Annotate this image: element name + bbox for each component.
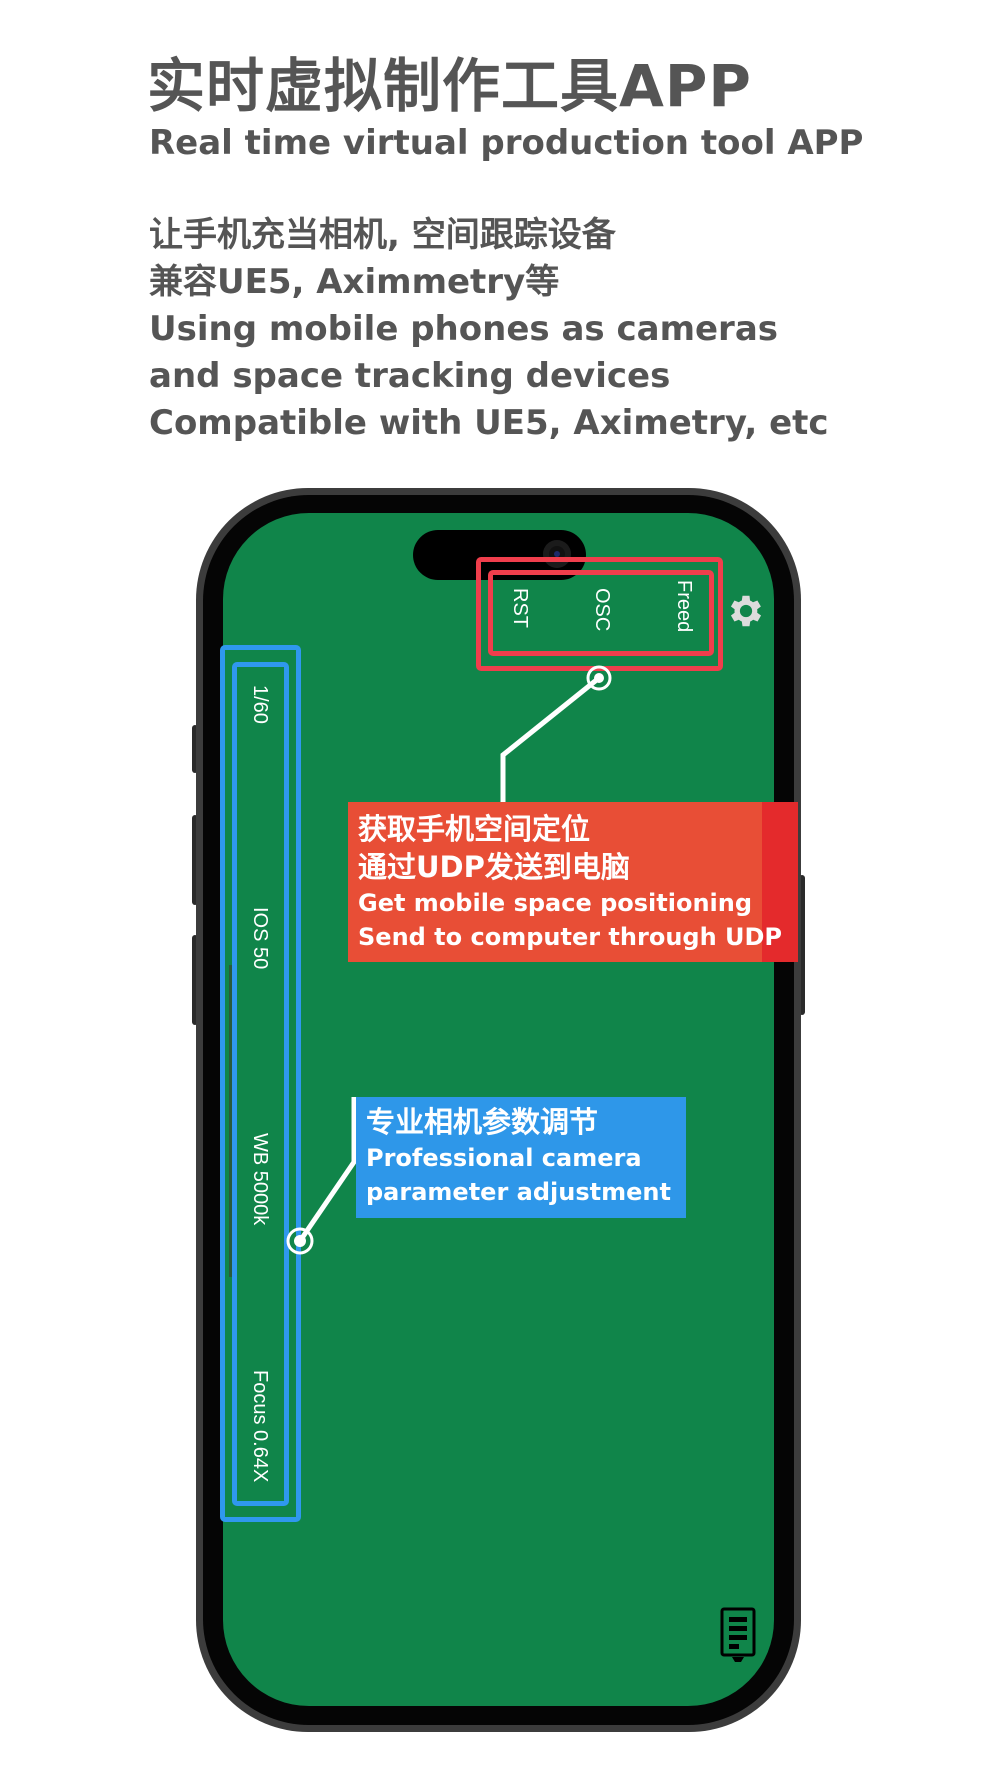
phone-action-button	[192, 725, 198, 773]
page-title: 实时虚拟制作工具APP	[147, 52, 752, 120]
param-slider-track[interactable]	[229, 965, 232, 1277]
white-balance-control[interactable]: WB 5000k	[249, 1133, 271, 1226]
tracking-callout-line	[500, 676, 601, 802]
annotation-line: Get mobile space positioning	[358, 889, 753, 917]
annotation-line: 专业相机参数调节	[366, 1105, 599, 1139]
annotation-line: Professional camera	[366, 1144, 642, 1172]
iso-control[interactable]: IOS 50	[249, 907, 271, 970]
camera-callout-line	[297, 1097, 357, 1243]
phone-volume-down	[192, 935, 198, 1025]
device-list-icon[interactable]	[720, 1607, 756, 1665]
description-line: Compatible with UE5, Aximetry, etc	[149, 403, 829, 443]
gear-icon[interactable]	[725, 590, 767, 632]
description-line: 兼容UE5, Aximmetry等	[149, 262, 560, 302]
focus-control[interactable]: Focus 0.64X	[249, 1370, 271, 1483]
freed-button[interactable]: Freed	[673, 580, 695, 633]
tracking-highlight-inner	[488, 570, 714, 656]
camera-params-highlight-inner	[232, 662, 289, 1506]
tracking-annotation: 获取手机空间定位 通过UDP发送到电脑 Get mobile space pos…	[348, 802, 798, 962]
osc-button[interactable]: OSC	[591, 588, 613, 632]
description-line: 让手机充当相机, 空间跟踪设备	[149, 215, 616, 255]
shutter-speed-control[interactable]: 1/60	[249, 685, 271, 724]
camera-callout-dot	[286, 1227, 314, 1255]
phone-volume-up	[192, 815, 198, 905]
camera-params-highlight-outer	[220, 645, 301, 1522]
phone-power-button	[799, 875, 805, 1015]
annotation-line: parameter adjustment	[366, 1178, 671, 1206]
rst-button[interactable]: RST	[509, 588, 531, 628]
description-line: and space tracking devices	[149, 356, 671, 396]
annotation-line: 获取手机空间定位	[358, 812, 591, 846]
camera-lens-icon	[543, 540, 571, 568]
description-line: Using mobile phones as cameras	[149, 309, 778, 349]
annotation-line: 通过UDP发送到电脑	[358, 850, 630, 884]
tracking-callout-dot	[586, 665, 612, 691]
annotation-line: Send to computer through UDP	[358, 923, 783, 951]
page-subtitle: Real time virtual production tool APP	[149, 123, 864, 163]
camera-annotation: 专业相机参数调节 Professional camera parameter a…	[356, 1097, 686, 1218]
